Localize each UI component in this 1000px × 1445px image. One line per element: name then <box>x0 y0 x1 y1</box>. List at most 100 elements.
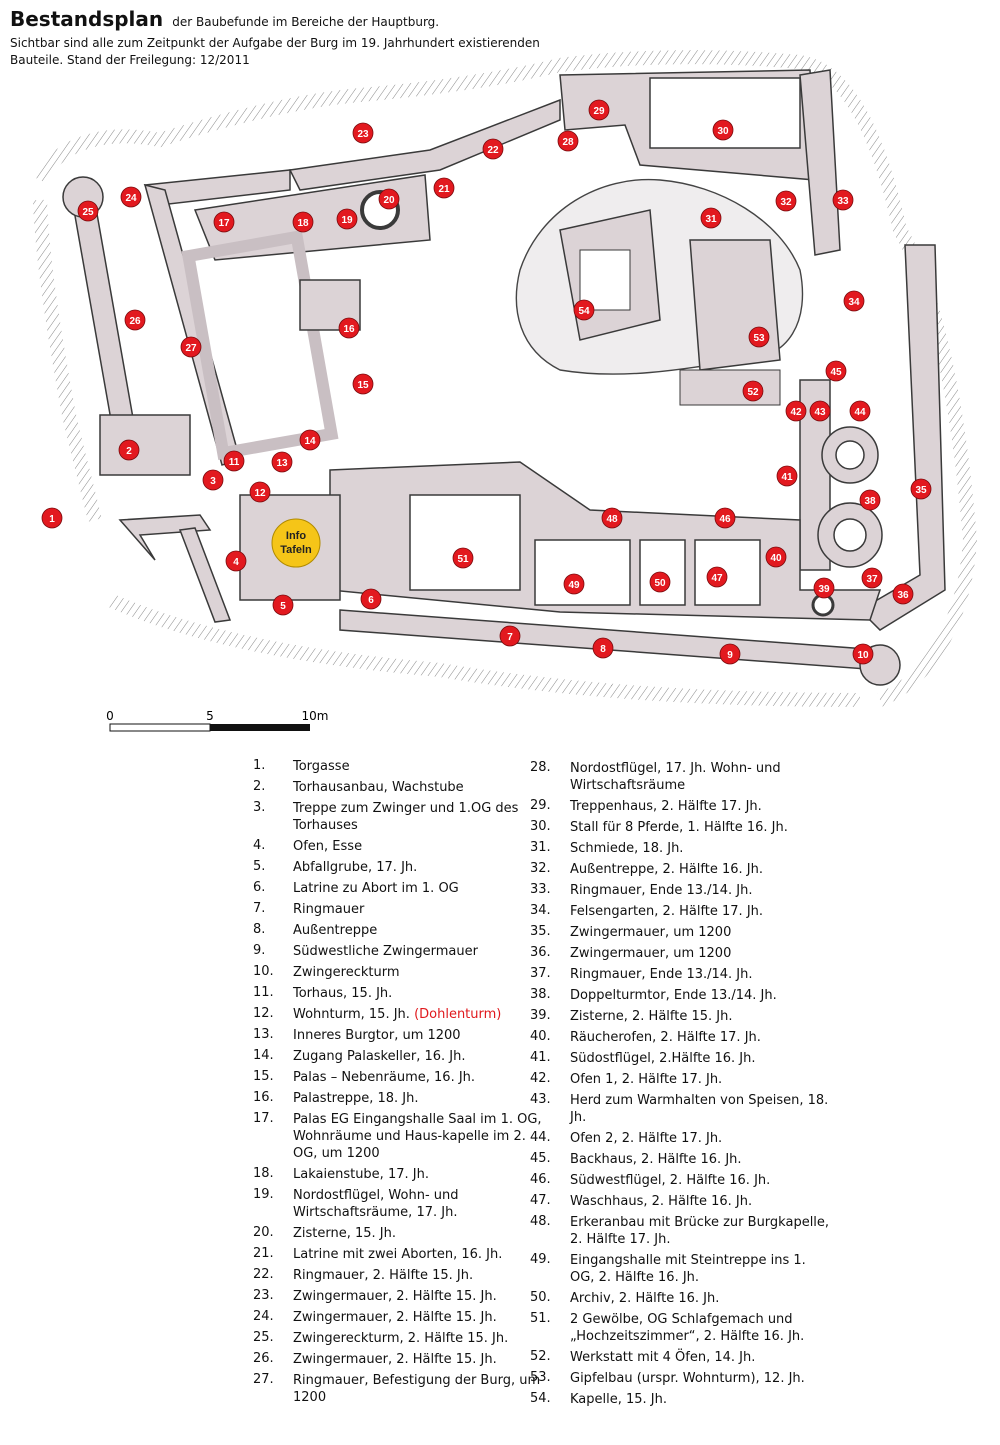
legend-number: 41. <box>530 1050 551 1065</box>
marker-5[interactable]: 5 <box>272 594 294 616</box>
legend-text: Backhaus, 2. Hälfte 16. Jh. <box>570 1151 830 1168</box>
legend-text: Zwingermauer, um 1200 <box>570 924 830 941</box>
marker-18[interactable]: 18 <box>292 211 314 233</box>
marker-16[interactable]: 16 <box>338 317 360 339</box>
marker-35[interactable]: 35 <box>910 478 932 500</box>
marker-4[interactable]: 4 <box>225 550 247 572</box>
marker-27[interactable]: 27 <box>180 336 202 358</box>
marker-11[interactable]: 11 <box>223 450 245 472</box>
marker-38[interactable]: 38 <box>859 489 881 511</box>
ringmauer-north <box>288 98 561 191</box>
info-panel-marker[interactable]: Info Tafeln <box>271 518 321 568</box>
marker-8[interactable]: 8 <box>592 637 614 659</box>
legend-item: 41.Südostflügel, 2.Hälfte 16. Jh. <box>530 1050 830 1067</box>
info-marker-line1: Info <box>286 530 306 542</box>
legend-item: 30.Stall für 8 Pferde, 1. Hälfte 16. Jh. <box>530 819 830 836</box>
marker-circle <box>573 299 595 321</box>
marker-label: 45 <box>830 367 842 378</box>
legend-text: Gipfelbau (urspr. Wohnturm), 12. Jh. <box>570 1370 830 1387</box>
marker-17[interactable]: 17 <box>213 211 235 233</box>
legend-text: Wohnturm, 15. Jh. (Dohlenturm) <box>293 1006 553 1023</box>
marker-label: 44 <box>854 407 866 418</box>
marker-51[interactable]: 51 <box>452 547 474 569</box>
marker-45[interactable]: 45 <box>825 360 847 382</box>
legend-item: 37.Ringmauer, Ende 13./14. Jh. <box>530 966 830 983</box>
marker-44[interactable]: 44 <box>849 400 871 422</box>
marker-39[interactable]: 39 <box>813 577 835 599</box>
legend-item: 42.Ofen 1, 2. Hälfte 17. Jh. <box>530 1071 830 1088</box>
marker-30[interactable]: 30 <box>712 119 734 141</box>
marker-33[interactable]: 33 <box>832 189 854 211</box>
legend-item: 4.Ofen, Esse <box>253 838 553 855</box>
marker-2[interactable]: 2 <box>118 439 140 461</box>
marker-21[interactable]: 21 <box>433 177 455 199</box>
legend-item: 53.Gipfelbau (urspr. Wohnturm), 12. Jh. <box>530 1370 830 1387</box>
marker-19[interactable]: 19 <box>336 208 358 230</box>
legend-label: Ringmauer, Ende 13./14. Jh. <box>570 967 753 982</box>
marker-circle <box>124 309 146 331</box>
zwingermauer-east <box>858 244 946 631</box>
marker-26[interactable]: 26 <box>124 309 146 331</box>
legend-number: 36. <box>530 945 551 960</box>
marker-42[interactable]: 42 <box>785 400 807 422</box>
marker-15[interactable]: 15 <box>352 373 374 395</box>
marker-label: 28 <box>562 137 574 148</box>
marker-48[interactable]: 48 <box>601 507 623 529</box>
marker-13[interactable]: 13 <box>271 451 293 473</box>
map-header: Bestandsplan der Baubefunde im Bereiche … <box>10 6 570 69</box>
marker-1[interactable]: 1 <box>41 507 63 529</box>
marker-52[interactable]: 52 <box>742 380 764 402</box>
marker-43[interactable]: 43 <box>809 400 831 422</box>
legend-label: Ringmauer, Ende 13./14. Jh. <box>570 883 753 898</box>
legend-text: Ofen, Esse <box>293 838 553 855</box>
scale-bar-black-segment <box>210 724 310 731</box>
marker-28[interactable]: 28 <box>557 130 579 152</box>
wall-plan <box>62 69 946 686</box>
legend-item: 10.Zwingereckturm <box>253 964 553 981</box>
marker-10[interactable]: 10 <box>852 643 874 665</box>
marker-circle <box>360 588 382 610</box>
legend-item: 39.Zisterne, 2. Hälfte 15. Jh. <box>530 1008 830 1025</box>
marker-22[interactable]: 22 <box>482 138 504 160</box>
legend-text: Zugang Palaskeller, 16. Jh. <box>293 1048 553 1065</box>
marker-47[interactable]: 47 <box>706 566 728 588</box>
marker-54[interactable]: 54 <box>573 299 595 321</box>
legend-label: Zisterne, 15. Jh. <box>293 1226 397 1241</box>
marker-23[interactable]: 23 <box>352 122 374 144</box>
marker-12[interactable]: 12 <box>249 481 271 503</box>
legend-text: Treppenhaus, 2. Hälfte 17. Jh. <box>570 798 830 815</box>
legend-item: 44.Ofen 2, 2. Hälfte 17. Jh. <box>530 1130 830 1147</box>
marker-36[interactable]: 36 <box>892 583 914 605</box>
marker-label: 25 <box>82 207 94 218</box>
description-line-2: Bauteile. Stand der Freilegung: 12/2011 <box>10 53 250 67</box>
marker-32[interactable]: 32 <box>775 190 797 212</box>
marker-49[interactable]: 49 <box>563 573 585 595</box>
legend-text: Latrine zu Abort im 1. OG <box>293 880 553 897</box>
marker-53[interactable]: 53 <box>748 326 770 348</box>
marker-label: 31 <box>705 214 717 225</box>
marker-50[interactable]: 50 <box>649 571 671 593</box>
marker-37[interactable]: 37 <box>861 567 883 589</box>
marker-46[interactable]: 46 <box>714 507 736 529</box>
marker-14[interactable]: 14 <box>299 429 321 451</box>
legend-label: Palas – Nebenräume, 16. Jh. <box>293 1070 476 1085</box>
legend-item: 34.Felsengarten, 2. Hälfte 17. Jh. <box>530 903 830 920</box>
marker-3[interactable]: 3 <box>202 469 224 491</box>
marker-40[interactable]: 40 <box>765 546 787 568</box>
marker-34[interactable]: 34 <box>843 290 865 312</box>
marker-31[interactable]: 31 <box>700 207 722 229</box>
marker-9[interactable]: 9 <box>719 643 741 665</box>
legend-label: 2 Gewölbe, OG Schlafgemach und „Hochzeit… <box>570 1312 805 1344</box>
tower-interior-north <box>835 440 865 470</box>
marker-25[interactable]: 25 <box>77 200 99 222</box>
legend-number: 15. <box>253 1069 274 1084</box>
marker-20[interactable]: 20 <box>378 188 400 210</box>
legend-number: 13. <box>253 1027 274 1042</box>
marker-29[interactable]: 29 <box>588 99 610 121</box>
marker-41[interactable]: 41 <box>776 465 798 487</box>
scale-bar-white-segment <box>109 723 211 732</box>
marker-6[interactable]: 6 <box>360 588 382 610</box>
marker-7[interactable]: 7 <box>499 625 521 647</box>
marker-label: 41 <box>781 472 793 483</box>
marker-24[interactable]: 24 <box>120 186 142 208</box>
